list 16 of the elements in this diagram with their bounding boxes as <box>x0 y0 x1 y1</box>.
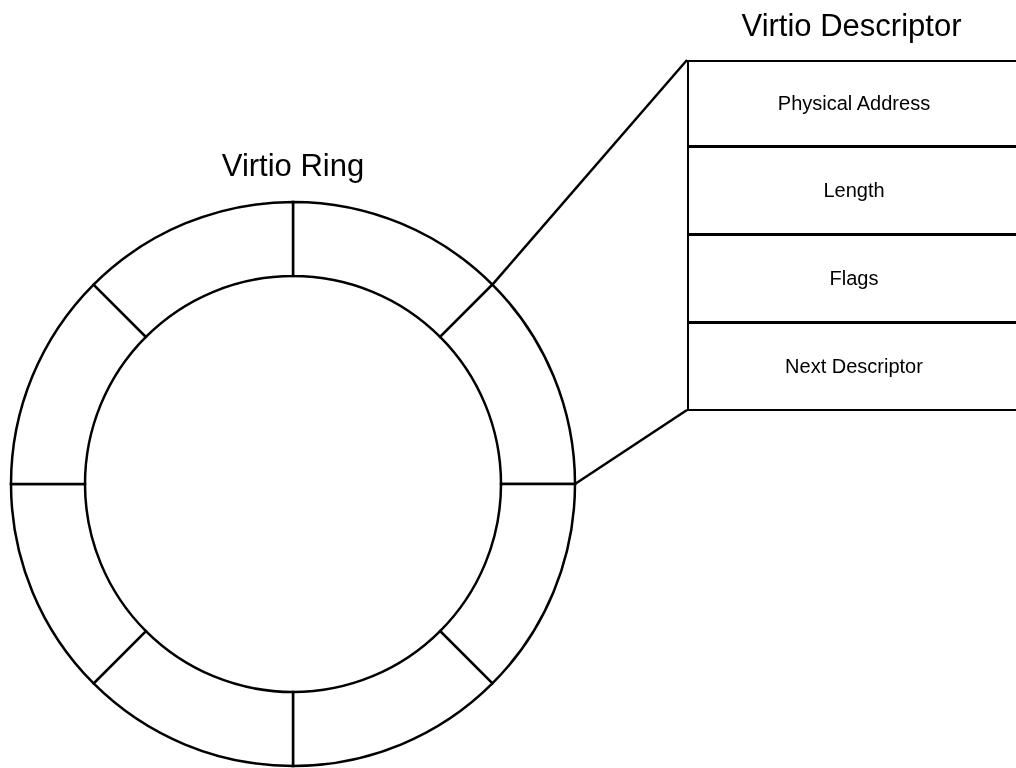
ring-segment <box>291 629 494 768</box>
descriptor-field: Physical Address <box>687 60 1016 147</box>
ring-segment <box>92 200 295 339</box>
ring-segment <box>438 482 577 685</box>
callout-line <box>574 408 688 486</box>
ring-segment <box>9 283 148 486</box>
ring-segment <box>9 482 148 685</box>
descriptor-field: Flags <box>687 233 1016 323</box>
descriptor-field: Next Descriptor <box>687 321 1016 411</box>
callout-line <box>491 59 688 286</box>
descriptor-field: Length <box>687 145 1016 235</box>
ring-segment <box>92 629 295 768</box>
descriptor-title: Virtio Descriptor <box>740 8 963 44</box>
ring-title: Virtio Ring <box>221 148 365 184</box>
ring-segment <box>291 200 494 339</box>
ring-segment <box>438 283 577 486</box>
